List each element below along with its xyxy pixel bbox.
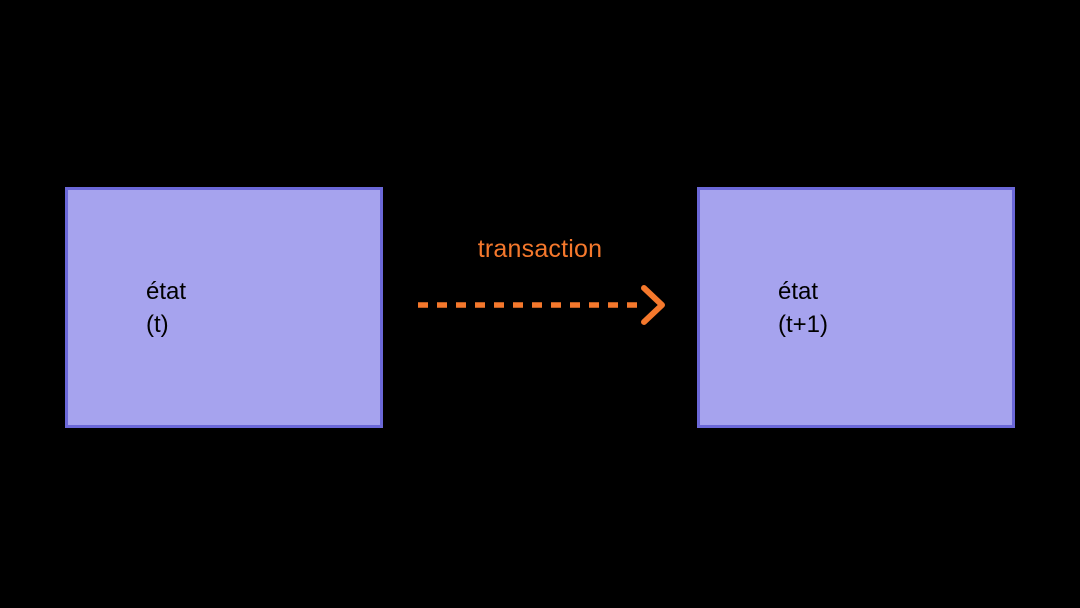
node-state-t: état (t)	[65, 187, 383, 428]
arrow-head-chevron	[641, 285, 665, 325]
node-state-t-line2: (t)	[146, 310, 169, 338]
node-state-t-line1: état	[146, 277, 187, 305]
node-state-t-plus-1-line2: (t+1)	[778, 310, 829, 338]
edge-label: transaction	[477, 235, 603, 263]
node-state-t-plus-1: état (t+1)	[697, 187, 1015, 428]
dashed-arrow-icon	[418, 285, 665, 325]
node-state-t-plus-1-line1: état	[778, 277, 819, 305]
